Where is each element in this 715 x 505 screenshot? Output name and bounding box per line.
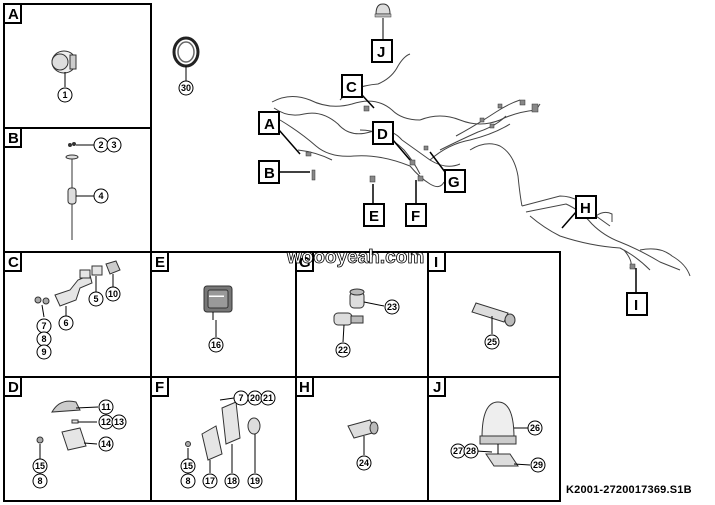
- callout-j: J: [377, 44, 385, 61]
- item-4: 4: [98, 191, 103, 201]
- panel-h-sensor: [347, 419, 379, 455]
- panel-b-label: B: [8, 130, 19, 147]
- panel-c-label: C: [8, 254, 19, 271]
- item-circles: [32, 80, 546, 489]
- item-25: 25: [487, 337, 497, 347]
- item-6: 6: [63, 318, 68, 328]
- panel-f-parts: [185, 397, 261, 473]
- panel-frames: [3, 3, 561, 502]
- callout-d: D: [377, 126, 388, 143]
- panel-c-frame: [3, 251, 152, 378]
- panel-h-frame: [295, 376, 429, 502]
- panel-j-label: J: [433, 379, 441, 396]
- item-1: 1: [62, 90, 67, 100]
- callout-g: G: [448, 174, 460, 191]
- item-19: 19: [250, 476, 260, 486]
- panel-h-label: H: [299, 379, 310, 396]
- item-15-f: 15: [183, 461, 193, 471]
- seal-ring: [172, 36, 200, 81]
- callout-a: A: [264, 116, 275, 133]
- panel-g-label: G: [299, 254, 311, 271]
- panel-a-switch: [51, 50, 77, 87]
- item-10: 10: [108, 289, 118, 299]
- panel-d-parts: [36, 400, 99, 459]
- item-22: 22: [338, 345, 348, 355]
- panel-b-frame: [3, 127, 152, 253]
- panel-f-label: F: [155, 379, 164, 396]
- overview-callouts: J C A D B G E F H I: [258, 39, 648, 316]
- item-23: 23: [387, 302, 397, 312]
- watermark-text: woooyeah.com: [286, 247, 424, 268]
- panel-i-sensor: [471, 302, 516, 334]
- item-8-d: 8: [37, 476, 42, 486]
- item-8: 8: [41, 334, 46, 344]
- figure-code: K2001-2720017369.S1B: [566, 484, 692, 496]
- item-7: 7: [41, 321, 46, 331]
- panel-c-parts: [34, 260, 121, 318]
- panel-e-label: E: [155, 254, 165, 271]
- panel-a-label: A: [8, 6, 19, 23]
- callout-h: H: [580, 200, 591, 217]
- item-15-d: 15: [35, 461, 45, 471]
- harness-overview: [271, 53, 691, 277]
- item-13: 13: [114, 417, 124, 427]
- callout-e: E: [369, 208, 379, 225]
- harness-connectors: [305, 99, 636, 270]
- item-29: 29: [533, 460, 543, 470]
- panel-a-frame: [3, 3, 152, 129]
- item-8-f: 8: [185, 476, 190, 486]
- panel-i-label: I: [434, 254, 438, 271]
- panel-b-sensor: [65, 142, 94, 240]
- panel-e-lamp: ▬▬▬: [203, 285, 233, 337]
- item-20: 20: [250, 393, 260, 403]
- item-2: 2: [98, 140, 103, 150]
- callout-i: I: [634, 297, 638, 314]
- item-27: 27: [453, 446, 463, 456]
- item-26: 26: [530, 423, 540, 433]
- item-17: 17: [205, 476, 215, 486]
- item-5: 5: [93, 294, 98, 304]
- item-12: 12: [101, 417, 111, 427]
- item-30: 30: [181, 83, 191, 93]
- item-14: 14: [101, 439, 111, 449]
- panel-j-beacon: [475, 401, 531, 467]
- panel-d-label: D: [8, 379, 19, 396]
- item-3: 3: [111, 140, 116, 150]
- callout-f: F: [411, 208, 420, 225]
- beacon-overview-icon: [374, 3, 392, 40]
- item-21: 21: [263, 393, 273, 403]
- item-28: 28: [466, 446, 476, 456]
- item-16: 16: [211, 340, 221, 350]
- item-7-f: 7: [238, 393, 243, 403]
- callout-c: C: [346, 79, 357, 96]
- panel-g-parts: [333, 288, 385, 343]
- panel-j-frame: [427, 376, 561, 502]
- panel-letter-tabs: A B C D E G I F H J: [3, 3, 446, 397]
- panel-g-frame: [295, 251, 429, 378]
- item-numbers: 1 2 3 4 5 6 7 8 9 10 11 12 13 14 15 8 16…: [35, 83, 543, 486]
- callout-b: B: [264, 165, 275, 182]
- panel-e-frame: [150, 251, 297, 378]
- item-18: 18: [227, 476, 237, 486]
- item-9: 9: [41, 347, 46, 357]
- item-11: 11: [101, 402, 111, 412]
- svg-text:▬▬▬: ▬▬▬: [209, 293, 224, 299]
- item-24: 24: [359, 458, 369, 468]
